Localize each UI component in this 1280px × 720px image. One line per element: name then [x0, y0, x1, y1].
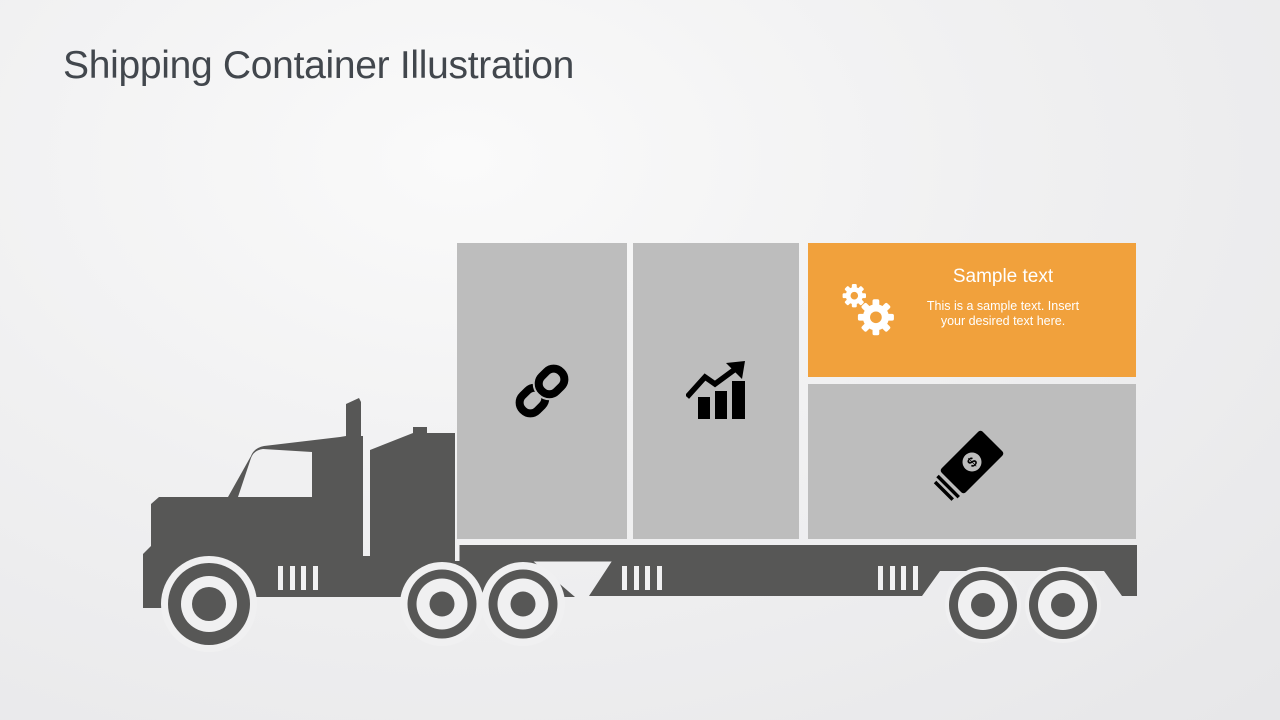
deck-gap	[455, 545, 460, 562]
callout-texts: Sample text This is a sample text. Inser…	[890, 265, 1116, 329]
middle-wheel-2	[488, 569, 558, 639]
rear-wheel-1	[949, 571, 1017, 639]
container-box-money: $	[808, 384, 1136, 539]
big-gear	[857, 299, 894, 336]
truck-frame	[361, 556, 372, 597]
callout-title: Sample text	[952, 266, 1054, 287]
truck-fairing	[370, 427, 455, 597]
link-icon	[515, 362, 571, 418]
rear-wheel-2	[1029, 571, 1097, 639]
truck-body	[143, 398, 1137, 652]
middle-wheel-1	[407, 569, 477, 639]
truck-cab	[143, 398, 363, 608]
truck-windshield	[238, 449, 312, 497]
container-box-link	[457, 243, 627, 539]
front-wheel	[168, 563, 250, 645]
truck-wheels	[168, 563, 1097, 645]
cash-icon: $	[933, 430, 1004, 501]
gears-icon	[842, 284, 894, 336]
container-box-chart	[633, 243, 799, 539]
callout-body: This is a sample text. Insert your desir…	[926, 299, 1080, 328]
vent-slots	[278, 566, 918, 590]
truck-deck	[459, 545, 1137, 562]
page-title: Shipping Container Illustration	[63, 44, 575, 87]
bar-chart-arrow-icon	[686, 361, 745, 419]
callout-box: Sample text This is a sample text. Inser…	[808, 243, 1136, 377]
truck-trailer	[589, 561, 1137, 596]
small-gear	[842, 284, 866, 308]
